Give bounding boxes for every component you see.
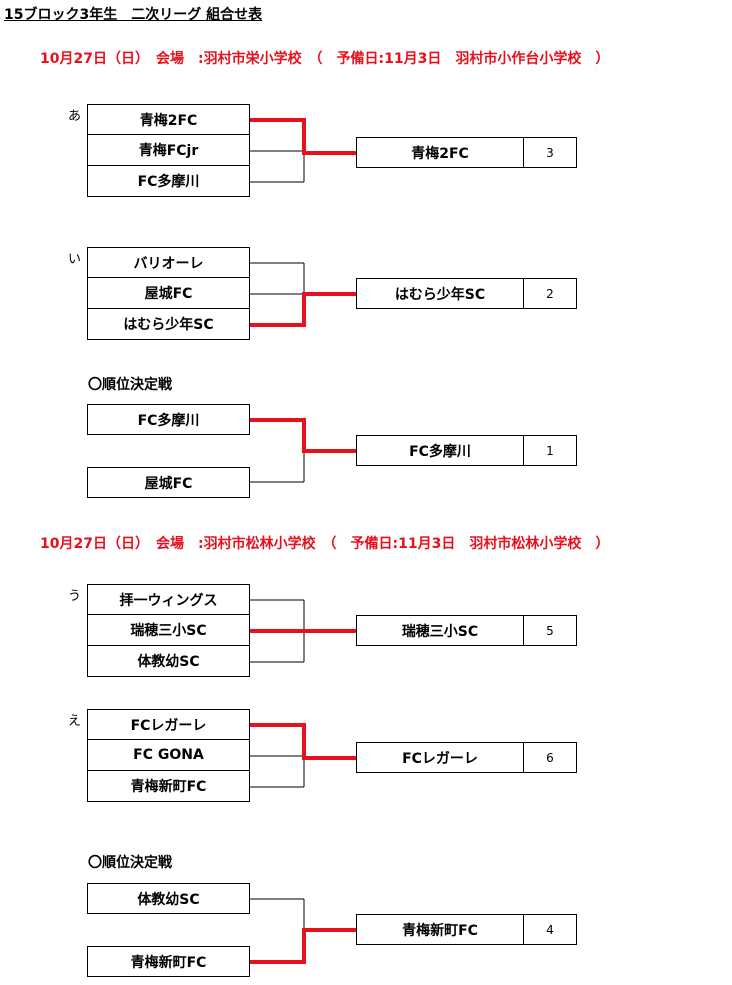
team-cell: FC GONA [87, 740, 250, 771]
rank-cell: 2 [523, 278, 577, 309]
winner-cell: 瑞穂三小SC [356, 615, 524, 646]
winning-path [250, 928, 356, 964]
winner-cell: FC多摩川 [356, 435, 524, 466]
team-cell: バリオーレ [87, 247, 250, 278]
ranking-playoff-label: 〇順位決定戦 [88, 377, 172, 393]
ranking-playoff-label: 〇順位決定戦 [88, 855, 172, 871]
winning-path [250, 292, 356, 327]
winning-path [250, 418, 356, 453]
winner-cell: 青梅2FC [356, 137, 524, 168]
bracket-connector [250, 262, 305, 295]
group-label-a: あ [68, 109, 82, 124]
team-cell: 青梅新町FC [87, 946, 250, 977]
team-cell: 拝一ウィングス [87, 584, 250, 615]
team-cell: 体教幼SC [87, 883, 250, 914]
group-label-u: う [68, 589, 82, 604]
bracket-connector [250, 755, 305, 788]
team-cell: FC多摩川 [87, 404, 250, 435]
venue-header-2: 10月27日（日） 会場 :羽村市松林小学校 （ 予備日:11月3日 羽村市松林… [40, 536, 610, 552]
rank-cell: 3 [523, 137, 577, 168]
team-cell: 青梅新町FC [87, 771, 250, 802]
rank-cell: 5 [523, 615, 577, 646]
bracket-connector [250, 898, 305, 930]
rank-cell: 1 [523, 435, 577, 466]
winning-path [250, 723, 356, 760]
team-cell: はむら少年SC [87, 309, 250, 340]
team-cell: 青梅FCjr [87, 135, 250, 166]
bracket-connector [250, 451, 305, 483]
group-label-i: い [68, 252, 82, 267]
venue-header-1: 10月27日（日） 会場 :羽村市栄小学校 （ 予備日:11月3日 羽村市小作台… [40, 51, 610, 67]
group-label-e: え [68, 714, 82, 729]
team-cell: FC多摩川 [87, 166, 250, 197]
winning-path [250, 118, 356, 155]
winner-cell: はむら少年SC [356, 278, 524, 309]
rank-cell: 4 [523, 914, 577, 945]
team-cell: 瑞穂三小SC [87, 615, 250, 646]
team-cell: 屋城FC [87, 467, 250, 498]
team-cell: FCレガーレ [87, 709, 250, 740]
team-cell: 屋城FC [87, 278, 250, 309]
team-cell: 体教幼SC [87, 646, 250, 677]
bracket-connector [250, 150, 305, 183]
rank-cell: 6 [523, 742, 577, 773]
team-cell: 青梅2FC [87, 104, 250, 135]
winner-cell: 青梅新町FC [356, 914, 524, 945]
page-title: 15ブロック3年生 二次リーグ 組合せ表 [4, 7, 263, 23]
